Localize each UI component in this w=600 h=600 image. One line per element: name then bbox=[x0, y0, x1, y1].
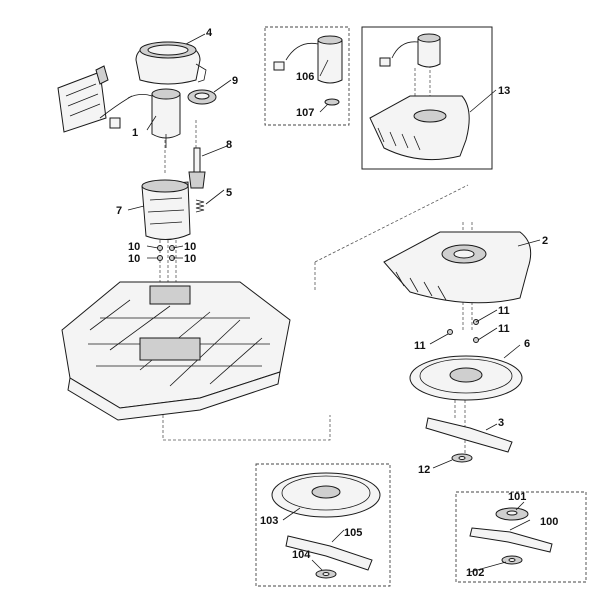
callout-8: 8 bbox=[226, 139, 232, 151]
callout-106: 106 bbox=[296, 71, 314, 83]
callout-4: 4 bbox=[206, 27, 213, 39]
inset-box-103-105 bbox=[255, 463, 391, 587]
callout-6: 6 bbox=[524, 338, 530, 350]
callout-13: 13 bbox=[498, 85, 510, 97]
callout-10-left-bottom: 10 bbox=[128, 253, 140, 265]
callout-5: 5 bbox=[226, 187, 232, 199]
circuit-bracket bbox=[57, 65, 133, 133]
collar-ring-part-4 bbox=[135, 41, 207, 85]
chassis-base bbox=[61, 281, 291, 421]
alt-assembly-part-13 bbox=[369, 33, 470, 161]
blade-disc-part-6 bbox=[409, 355, 523, 401]
inset-box-13 bbox=[361, 26, 493, 170]
leader-lines bbox=[127, 33, 541, 573]
alt-motor-part-106 bbox=[273, 35, 343, 84]
callout-10-right-bottom: 10 bbox=[184, 253, 196, 265]
callout-11-right-bottom: 11 bbox=[498, 323, 510, 335]
callout-11-right-top: 11 bbox=[498, 305, 510, 317]
inset-box-106-107 bbox=[264, 26, 350, 126]
callout-10-left-top: 10 bbox=[128, 241, 140, 253]
cover-plate-part-2 bbox=[383, 231, 532, 304]
callout-7: 7 bbox=[116, 205, 122, 217]
callout-1: 1 bbox=[132, 127, 138, 139]
callout-100: 100 bbox=[540, 516, 558, 528]
washer-part-102 bbox=[501, 555, 523, 565]
callout-105: 105 bbox=[344, 527, 362, 539]
motor-part-1 bbox=[127, 88, 181, 148]
spring-part-5 bbox=[195, 199, 205, 213]
washer-part-12 bbox=[451, 453, 473, 463]
disc-part-107 bbox=[324, 98, 340, 106]
callout-11-left: 11 bbox=[414, 340, 426, 352]
callout-102: 102 bbox=[466, 567, 484, 579]
callout-12: 12 bbox=[418, 464, 430, 476]
callout-10-right-top: 10 bbox=[184, 241, 196, 253]
callout-101: 101 bbox=[508, 491, 526, 503]
callout-104: 104 bbox=[292, 549, 311, 561]
bearing-part-9 bbox=[187, 89, 217, 105]
alt-blade-part-100 bbox=[469, 527, 553, 553]
screws-part-10 bbox=[157, 245, 175, 261]
blade-part-3 bbox=[425, 417, 513, 453]
washer-part-104 bbox=[315, 569, 337, 579]
callout-107: 107 bbox=[296, 107, 314, 119]
callout-103: 103 bbox=[260, 515, 278, 527]
callout-9: 9 bbox=[232, 75, 238, 87]
callout-3: 3 bbox=[498, 417, 504, 429]
motor-housing-part-7 bbox=[141, 179, 191, 240]
alt-blade-part-105 bbox=[285, 535, 373, 571]
alt-blade-disc-part-103 bbox=[271, 472, 381, 518]
shaft-part-8 bbox=[188, 147, 206, 189]
blade-holder-part-101 bbox=[495, 507, 529, 521]
screws-part-11 bbox=[447, 319, 479, 343]
inset-box-100-102 bbox=[455, 491, 587, 583]
callout-2: 2 bbox=[542, 235, 548, 247]
